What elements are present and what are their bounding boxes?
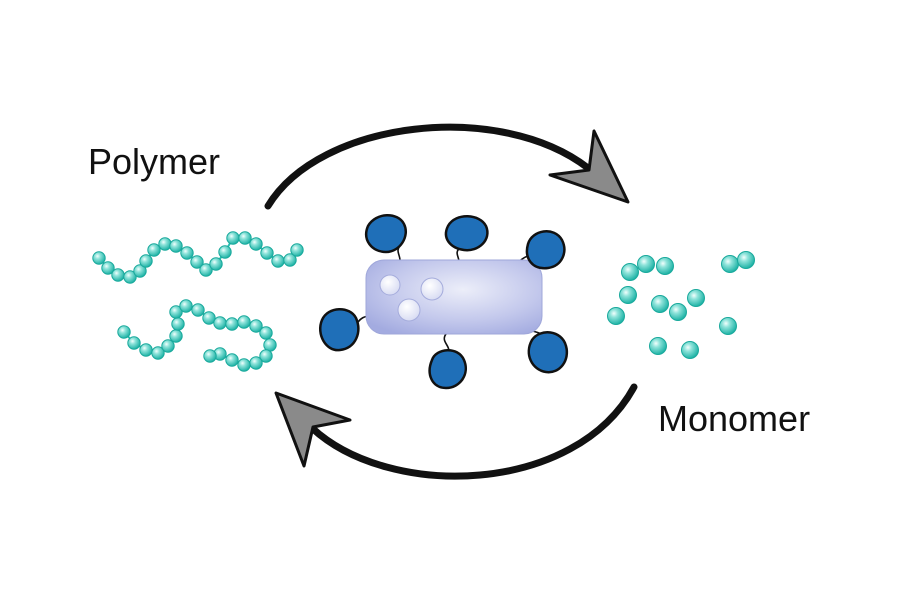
monomer-bead	[669, 303, 687, 321]
cell-icon	[365, 259, 543, 335]
monomer-bead	[621, 263, 639, 281]
monomer-bead	[687, 289, 705, 307]
polymer-chain-bottom	[117, 299, 277, 372]
enzymes	[319, 214, 569, 390]
monomer-bead	[619, 286, 637, 304]
monomer-bead	[651, 295, 669, 313]
monomers	[607, 251, 755, 359]
monomer-bead	[681, 341, 699, 359]
enzyme-icon	[428, 349, 467, 390]
vesicle	[397, 298, 421, 322]
monomer-bead	[607, 307, 625, 325]
cycle-arrow-top	[264, 123, 630, 210]
enzyme-icon	[444, 215, 489, 252]
cycle-arrow-bottom	[274, 383, 638, 480]
vesicle	[379, 274, 401, 296]
monomer-bead	[721, 255, 739, 273]
monomer-bead	[656, 257, 674, 275]
monomer-bead	[737, 251, 755, 269]
vesicle	[420, 277, 444, 301]
monomer-bead	[719, 317, 737, 335]
monomer-bead	[649, 337, 667, 355]
enzyme-icon	[527, 331, 569, 374]
polymer-label: Polymer	[88, 141, 220, 182]
curved-arrow-icon	[308, 383, 638, 480]
curved-arrow-icon	[264, 123, 592, 210]
polymer-chain-top	[92, 231, 304, 284]
arrowhead-icon	[274, 391, 352, 468]
arrowhead-icon	[548, 129, 630, 204]
monomer-label: Monomer	[658, 398, 810, 439]
enzyme-icon	[365, 214, 407, 254]
enzyme-icon	[525, 230, 566, 270]
monomer-bead	[637, 255, 655, 273]
enzyme-icon	[319, 308, 360, 352]
